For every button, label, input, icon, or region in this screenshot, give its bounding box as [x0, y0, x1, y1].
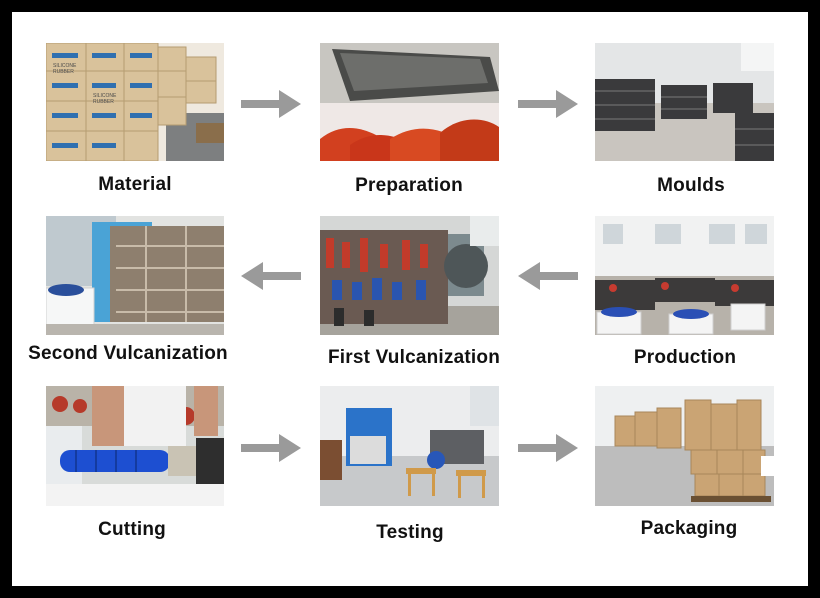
testing-photo [320, 386, 499, 506]
arrow-right-2 [516, 86, 580, 122]
arrow-right-icon [518, 90, 578, 118]
step-label-cutting: Cutting [98, 519, 166, 540]
svg-text:RUBBER: RUBBER [93, 99, 114, 105]
arrow-right-4 [516, 430, 580, 466]
svg-text:SILICONE: SILICONE [53, 63, 77, 69]
arrow-right-3 [239, 430, 303, 466]
arrow-left-icon [241, 262, 301, 290]
step-label-testing: Testing [376, 522, 444, 543]
step-label-production: Production [633, 347, 737, 368]
step-label-material: Material [98, 174, 172, 195]
arrow-left-1 [239, 258, 303, 294]
svg-text:RUBBER: RUBBER [53, 69, 74, 75]
second-vulcanization-photo [46, 216, 224, 335]
arrow-left-2 [516, 258, 580, 294]
arrow-right-icon [241, 434, 301, 462]
step-label-first-vulcanization: First Vulcanization [327, 347, 501, 368]
process-flow-diagram: SILICONE RUBBER SILICONE RUBBER Material [12, 12, 808, 586]
arrow-left-icon [518, 262, 578, 290]
cutting-photo [46, 386, 224, 506]
packaging-photo [595, 386, 774, 506]
svg-text:SILICONE: SILICONE [93, 93, 117, 99]
step-label-moulds: Moulds [657, 175, 725, 196]
production-photo [595, 216, 774, 335]
arrow-right-1 [239, 86, 303, 122]
step-label-preparation: Preparation [355, 175, 463, 196]
first-vulcanization-photo [320, 216, 499, 335]
arrow-right-icon [241, 90, 301, 118]
preparation-photo [320, 43, 499, 161]
step-label-second-vulcanization: Second Vulcanization [28, 343, 228, 364]
step-label-packaging: Packaging [640, 518, 738, 539]
material-photo: SILICONE RUBBER SILICONE RUBBER [46, 43, 224, 161]
moulds-photo [595, 43, 774, 161]
arrow-right-icon [518, 434, 578, 462]
